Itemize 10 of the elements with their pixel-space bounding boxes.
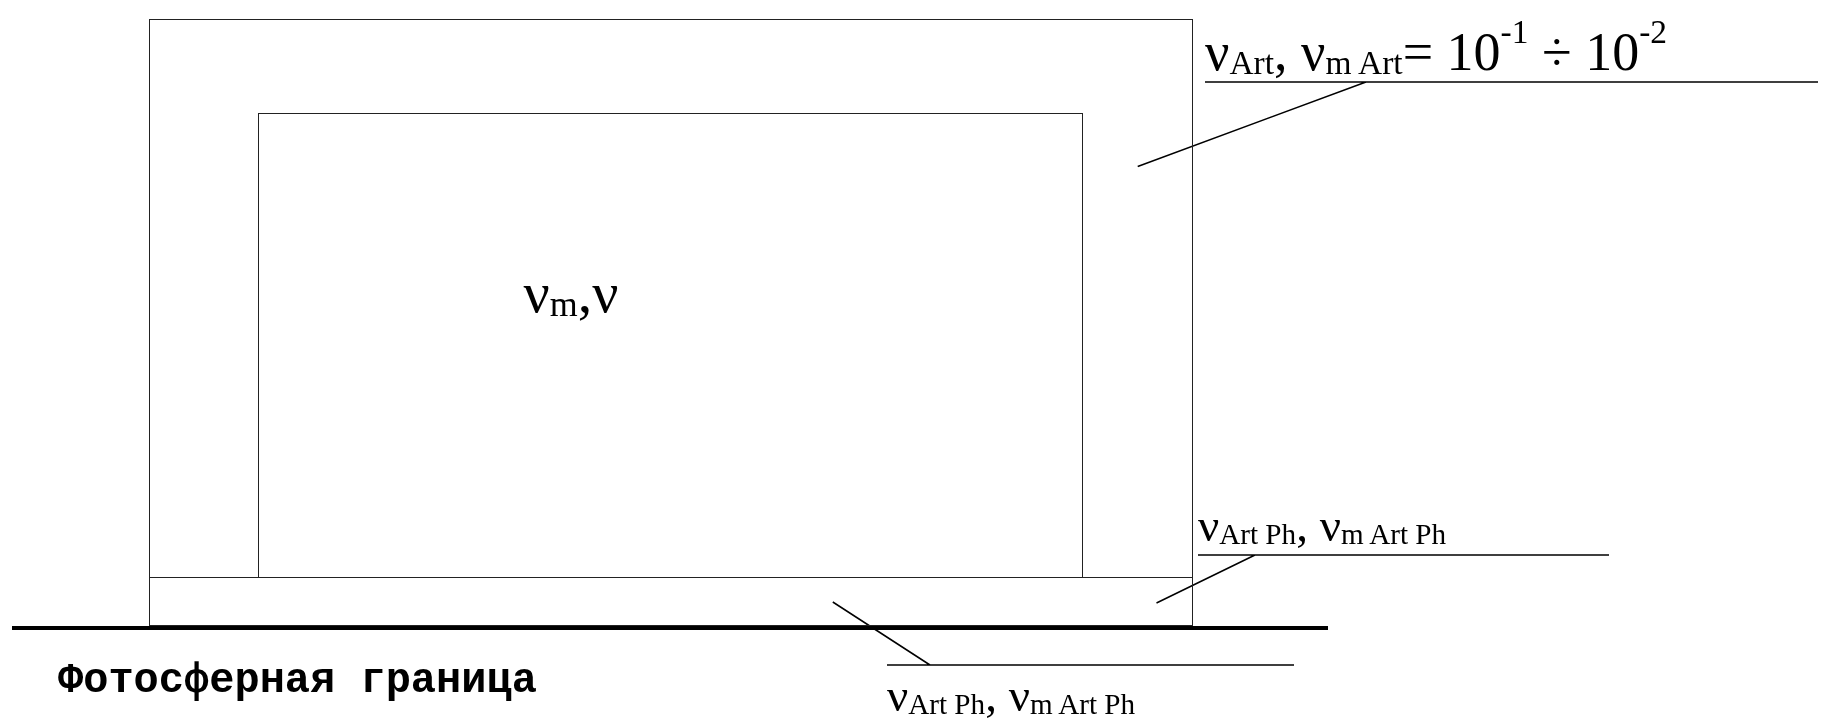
formula-label: ν$_{Art}$, ν$_{m Art}$= 10$^{-1}$ ÷ 10$^{-2}$	[1205, 14, 1668, 83]
inner-box	[257, 112, 1083, 578]
boundary-label: Фотосферная граница	[58, 660, 537, 702]
leader-line	[1136, 81, 1819, 168]
leader-line	[832, 601, 1295, 666]
outer-box	[149, 19, 1193, 626]
formula-text: ν$_{m}$,ν	[523, 263, 619, 323]
leader-line	[1155, 554, 1610, 604]
formula-label: ν$_{Art Ph}$, ν$_{m Art Ph}$	[887, 670, 1136, 722]
formula-label: ν$_{Art Ph}$, ν$_{m Art Ph}$	[1198, 500, 1447, 552]
